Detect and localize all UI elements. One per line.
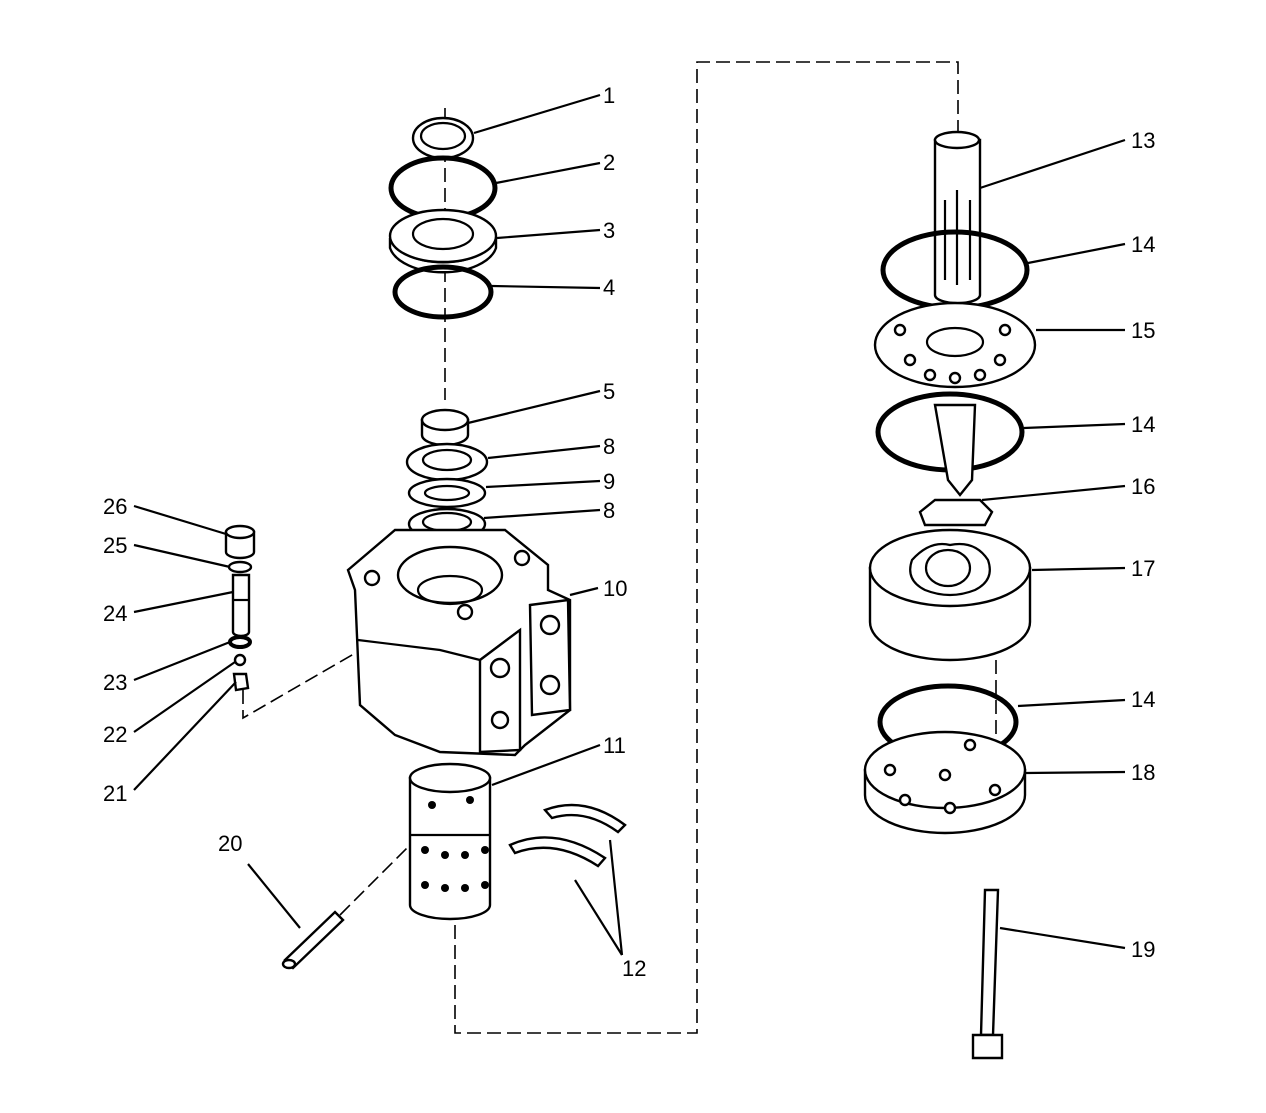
part-13-shaft (933, 130, 982, 305)
callout-9: 9 (603, 469, 615, 494)
callout-17: 17 (1131, 556, 1155, 581)
callout-5: 5 (603, 379, 615, 404)
callout-24: 24 (103, 601, 127, 626)
callout-25: 25 (103, 533, 127, 558)
leader-lines (133, 93, 1126, 956)
callout-3: 3 (603, 218, 615, 243)
callout-22: 22 (103, 722, 127, 747)
part-15-plate (873, 301, 1037, 389)
callout-1: 1 (603, 83, 615, 108)
part-1-seal (411, 116, 475, 160)
callout-20: 20 (218, 831, 242, 856)
callout-8-top: 8 (603, 434, 615, 459)
callout-14-middle: 14 (1131, 412, 1155, 437)
callout-12: 12 (622, 956, 646, 981)
part-26-cap (224, 524, 256, 560)
callout-8-bottom: 8 (603, 498, 615, 523)
part-20-pin (281, 910, 345, 970)
callout-26: 26 (103, 494, 127, 519)
part-8-washer-top (405, 442, 489, 482)
part-3-bearing (388, 208, 498, 274)
part-25-washer (227, 560, 253, 574)
callout-19: 19 (1131, 937, 1155, 962)
part-24-valve (231, 573, 251, 638)
part-11-sleeve (408, 762, 492, 921)
part-18-endcap (863, 730, 1027, 835)
part-10-housing (346, 528, 572, 757)
part-17-gerotor (868, 528, 1032, 662)
part-4-oring (392, 264, 494, 320)
callout-11: 11 (603, 733, 626, 758)
callout-10: 10 (603, 576, 627, 601)
callout-15: 15 (1131, 318, 1155, 343)
callout-2: 2 (603, 150, 615, 175)
part-22-ball (233, 653, 247, 667)
callout-23: 23 (103, 670, 127, 695)
callout-21: 21 (103, 781, 127, 806)
callout-14-bottom: 14 (1131, 687, 1155, 712)
part-23-oring (228, 635, 252, 649)
assembly-path-line (454, 61, 959, 1034)
callout-14-top: 14 (1131, 232, 1155, 257)
part-5-sleeve (420, 408, 470, 447)
part-12-springs (508, 803, 627, 868)
callout-4: 4 (603, 275, 615, 300)
callout-13: 13 (1131, 128, 1155, 153)
part-21-seat (232, 672, 250, 692)
part-9-ring (407, 477, 487, 509)
part-16-drive (918, 403, 994, 527)
part-19-bolt (971, 888, 1004, 1060)
callout-18: 18 (1131, 760, 1155, 785)
callout-16: 16 (1131, 474, 1155, 499)
